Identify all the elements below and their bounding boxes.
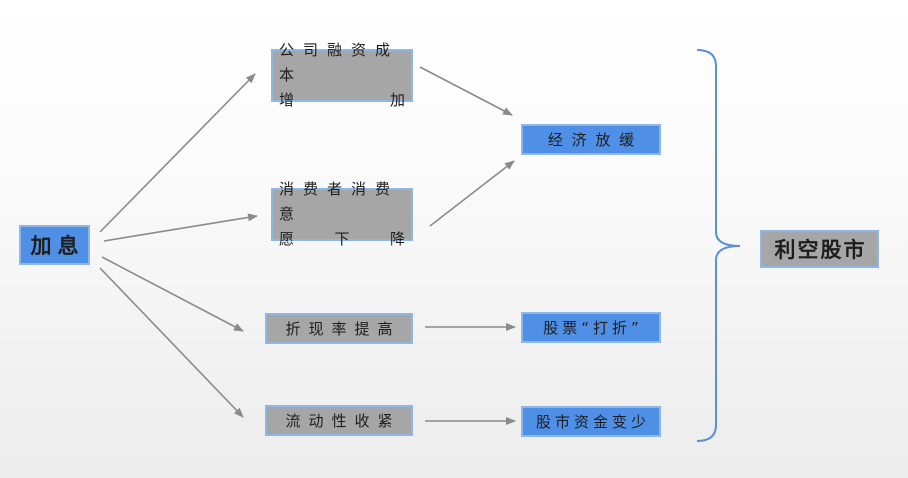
financing-cost-word: 增: [279, 91, 295, 109]
financing-cost-line2: 增 加: [279, 88, 405, 113]
liquidity-node: 流动性收紧: [265, 405, 413, 436]
liquidity-label: 流动性收紧: [285, 412, 401, 430]
fund-reduction-label: 股市资金变少: [535, 413, 650, 431]
consumer-willingness-line1: 消费者消费意: [279, 180, 400, 223]
consumer-willingness-word: 愿: [279, 230, 295, 248]
stock-discount-label: 股票“打折”: [543, 319, 643, 337]
fund-reduction-node: 股市资金变少: [521, 406, 661, 437]
rate-hike-node: 加息: [19, 225, 90, 265]
economy-slowdown-node: 经 济 放 缓: [521, 124, 661, 155]
financing-cost-line1: 公司融资成本: [279, 41, 400, 84]
arrow-rate-to-liquidity: [99, 267, 244, 418]
consumer-willingness-word: 下: [334, 230, 350, 248]
consumer-willingness-word: 降: [389, 230, 405, 248]
arrow-consumer-to-economy: [429, 160, 515, 227]
arrow-financing-to-economy: [419, 66, 513, 116]
stock-discount-node: 股票“打折”: [521, 312, 661, 343]
discount-rate-label: 折现率提高: [285, 320, 401, 338]
discount-rate-node: 折现率提高: [265, 313, 413, 344]
consumer-willingness-node: 消费者消费意 愿 下 降: [271, 180, 413, 248]
consumer-willingness-line2: 愿 下 降: [279, 227, 405, 252]
arrow-rate-to-consumer: [103, 213, 258, 242]
financing-cost-node: 公司融资成本 增 加: [271, 41, 413, 109]
arrow-rate-to-financing: [99, 73, 256, 233]
bearish-market-node: 利空股市: [760, 230, 879, 268]
financing-cost-word: 加: [389, 91, 405, 109]
rate-hike-label: 加息: [30, 234, 85, 258]
arrow-rate-to-discount: [101, 256, 244, 332]
bearish-market-label: 利空股市: [774, 238, 867, 262]
economy-slowdown-label: 经 济 放 缓: [547, 131, 637, 149]
right-brace: [696, 49, 741, 442]
